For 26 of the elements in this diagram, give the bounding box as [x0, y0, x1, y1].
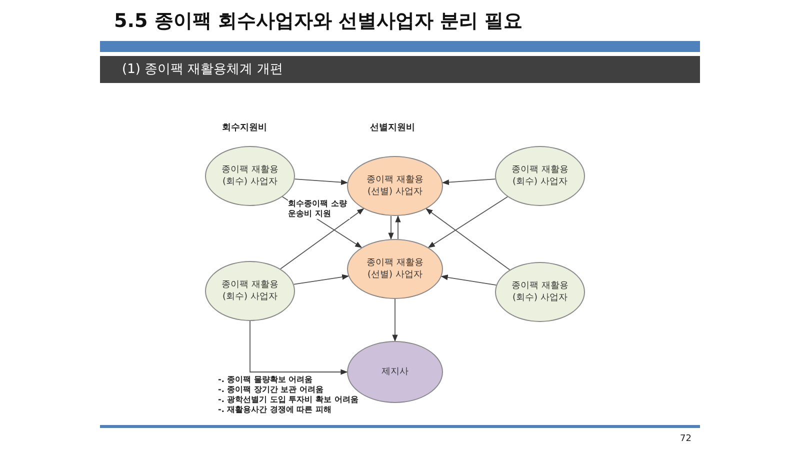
bullet-note: -. 종이팩 물량확보 어려움: [218, 375, 313, 385]
title: 5.5 종이팩 회수사업자와 선별사업자 분리 필요: [114, 9, 523, 34]
ellipse-node: 종이팩 재활용(회수) 사업자: [205, 261, 295, 321]
arrow: [392, 298, 398, 342]
arrow: [395, 215, 401, 240]
arrow: [294, 178, 348, 186]
arrow: [280, 208, 364, 270]
note: 회수종이팩 소량 운송비 지원: [288, 199, 350, 219]
arrow: [388, 216, 394, 240]
arrow: [250, 320, 348, 375]
ellipse-node: 종이팩 재활용(회수) 사업자: [495, 146, 585, 206]
arrow: [426, 208, 510, 270]
arrow: [293, 274, 350, 285]
ellipse-node: 종이팩 재활용(회수) 사업자: [495, 262, 585, 322]
bullet-note: -. 재활용사간 경쟁에 따른 피해: [218, 405, 332, 415]
ellipse-node: 종이팩 재활용(선별) 사업자: [347, 239, 443, 299]
column-heading: 회수지원비: [222, 122, 267, 134]
ellipse-node: 종이팩 재활용(선별) 사업자: [347, 156, 443, 216]
page-number: 72: [680, 434, 692, 444]
arrow: [442, 178, 496, 186]
arrow: [440, 274, 497, 286]
arrow: [428, 196, 508, 248]
column-heading: 선별지원비: [370, 122, 415, 134]
section-header: (1) 종이팩 재활용체계 개편: [100, 56, 700, 83]
bullet-note: -. 광학선별기 도입 투자비 확보 어려움: [218, 395, 358, 405]
bullet-note: -. 종이팩 장기간 보관 어려움: [218, 385, 324, 395]
